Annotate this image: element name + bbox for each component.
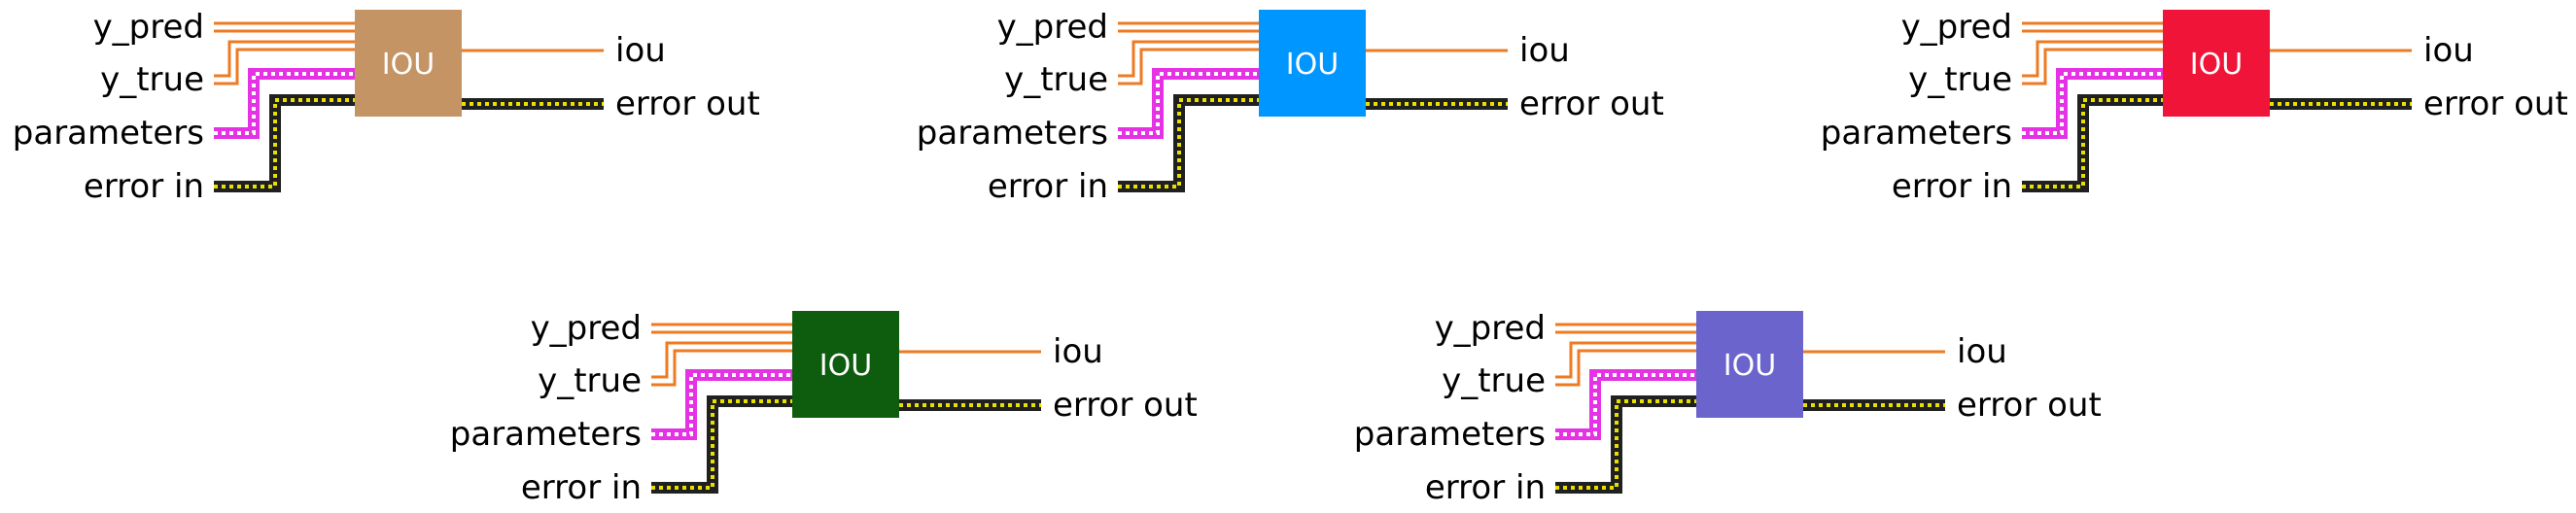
iou-block[interactable]: [1259, 10, 1366, 117]
wire-parameters: [214, 68, 355, 139]
label-error-out: error out: [2423, 85, 2568, 123]
label-y-true: y_true: [100, 60, 204, 99]
iou-node-2: y_pred y_true parameters error in IOU iou erro…: [917, 8, 1664, 206]
wire-parameters: [1555, 369, 1696, 440]
iou-block[interactable]: [355, 10, 462, 117]
iou-node-1: y_pred y_true parameters error in IOU iou erro…: [13, 8, 760, 206]
iou-node-4: y_pred y_true parameters error in IOU iou erro…: [450, 309, 1198, 507]
iou-block-label: IOU: [1286, 48, 1339, 82]
wire-y-pred: [1118, 21, 1259, 33]
label-iou: iou: [1957, 332, 2007, 371]
label-y-pred: y_pred: [997, 8, 1108, 47]
wire-error-in: [1118, 94, 1259, 192]
label-error-out: error out: [1519, 85, 1664, 123]
label-y-pred: y_pred: [531, 309, 642, 348]
wire-y-true: [1118, 40, 1259, 86]
wire-parameters: [651, 369, 792, 440]
wire-y-pred: [214, 21, 355, 33]
label-parameters: parameters: [1821, 114, 2012, 153]
label-parameters: parameters: [13, 114, 204, 153]
wire-y-pred: [1555, 323, 1696, 334]
label-error-out: error out: [1053, 386, 1198, 425]
iou-block-label: IOU: [1723, 349, 1776, 383]
wire-error-in: [214, 94, 355, 192]
label-y-true: y_true: [1442, 361, 1546, 400]
label-y-pred: y_pred: [1435, 309, 1546, 348]
label-error-in: error in: [988, 167, 1108, 206]
label-iou: iou: [1053, 332, 1103, 371]
wire-error-in: [651, 395, 792, 494]
iou-block-label: IOU: [382, 48, 435, 82]
wire-y-true: [651, 341, 792, 387]
label-iou: iou: [2423, 31, 2474, 70]
iou-block-label: IOU: [2190, 48, 2243, 82]
label-y-true: y_true: [1004, 60, 1108, 99]
label-y-pred: y_pred: [93, 8, 204, 47]
label-iou: iou: [1519, 31, 1570, 70]
label-error-in: error in: [84, 167, 204, 206]
label-iou: iou: [615, 31, 666, 70]
label-error-in: error in: [521, 468, 642, 507]
label-error-in: error in: [1892, 167, 2012, 206]
label-y-pred: y_pred: [1901, 8, 2012, 47]
label-parameters: parameters: [1354, 415, 1546, 454]
label-error-out: error out: [1957, 386, 2102, 425]
label-error-out: error out: [615, 85, 760, 123]
wire-y-true: [214, 40, 355, 86]
iou-block[interactable]: [2163, 10, 2270, 117]
label-parameters: parameters: [450, 415, 642, 454]
wire-y-pred: [651, 323, 792, 334]
wire-y-true: [1555, 341, 1696, 387]
wire-parameters: [1118, 68, 1259, 139]
iou-block-label: IOU: [819, 349, 872, 383]
label-y-true: y_true: [538, 361, 642, 400]
wire-error-in: [1555, 395, 1696, 494]
label-y-true: y_true: [1908, 60, 2012, 99]
iou-node-3: y_pred y_true parameters error in IOU iou erro…: [1821, 8, 2568, 206]
iou-block[interactable]: [792, 311, 899, 418]
wire-y-true: [2022, 40, 2163, 86]
label-error-in: error in: [1425, 468, 1546, 507]
wire-error-in: [2022, 94, 2163, 192]
label-parameters: parameters: [917, 114, 1108, 153]
wire-parameters: [2022, 68, 2163, 139]
wire-y-pred: [2022, 21, 2163, 33]
iou-node-5: y_pred y_true parameters error in IOU iou erro…: [1354, 309, 2102, 507]
iou-block[interactable]: [1696, 311, 1803, 418]
